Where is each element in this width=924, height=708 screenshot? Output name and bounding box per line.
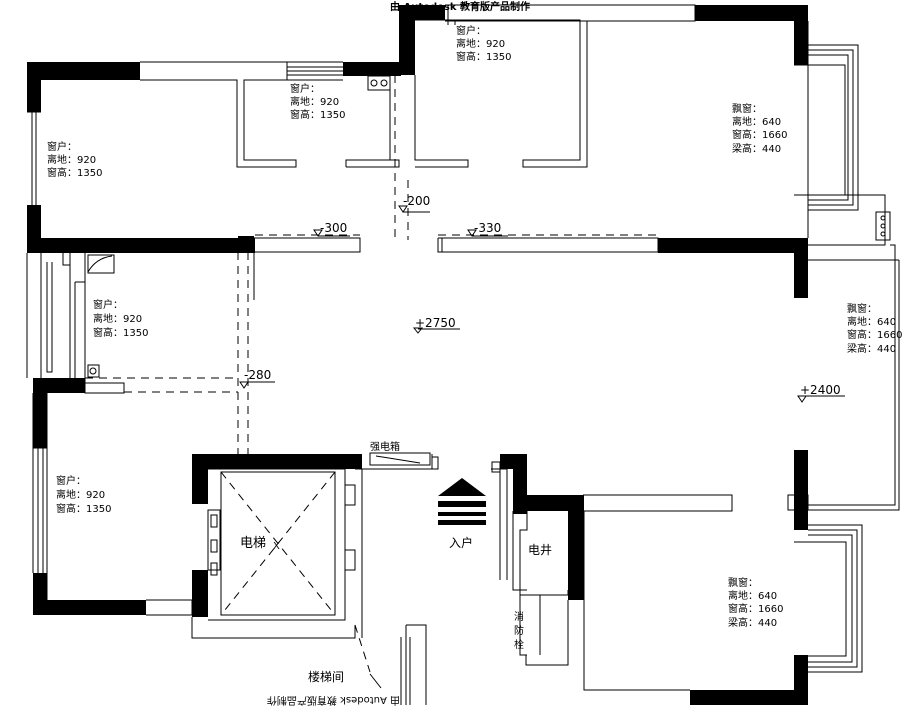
svg-text:窗户：: 窗户： xyxy=(290,82,320,95)
window-label-2: 窗户： 离地：920 窗高：1350 xyxy=(290,82,345,121)
svg-text:离地：920: 离地：920 xyxy=(290,95,339,108)
svg-text:窗高：1350: 窗高：1350 xyxy=(47,166,102,179)
svg-text:窗户：: 窗户： xyxy=(47,140,77,153)
level-minus-280: -280 xyxy=(244,368,271,382)
svg-text:防: 防 xyxy=(514,624,524,637)
level-minus-300: -300 xyxy=(320,221,347,235)
level-plus-2750: +2750 xyxy=(415,316,456,330)
svg-text:梁高：440: 梁高：440 xyxy=(728,616,777,629)
bay-window-label-3: 飘窗： 离地：640 窗高：1660 梁高：440 xyxy=(728,576,783,629)
svg-text:窗高：1350: 窗高：1350 xyxy=(290,108,345,121)
elevator-center-mark: X xyxy=(273,541,280,552)
window-label-3: 窗户： 离地：920 窗高：1350 xyxy=(456,24,511,63)
window-label-5: 窗户： 离地：920 窗高：1350 xyxy=(56,474,111,515)
bay-window-label-2: 飘窗： 离地：640 窗高：1660 梁高：440 xyxy=(847,302,902,355)
svg-text:飘窗：: 飘窗： xyxy=(728,576,758,589)
svg-text:离地：920: 离地：920 xyxy=(56,488,105,501)
level-plus-2400: +2400 xyxy=(800,383,841,397)
svg-text:窗高：1660: 窗高：1660 xyxy=(732,128,787,141)
svg-text:梁高：440: 梁高：440 xyxy=(732,142,781,155)
svg-text:梁高：440: 梁高：440 xyxy=(847,342,896,355)
elevator-label: 电梯 xyxy=(240,536,266,551)
fire-hydrant-label: 消 防 栓 xyxy=(514,610,524,651)
level-minus-330: -330 xyxy=(474,221,501,235)
stairwell-label: 楼梯间 xyxy=(308,669,344,684)
svg-text:离地：640: 离地：640 xyxy=(728,589,777,602)
level-minus-200: -200 xyxy=(403,194,430,208)
window-label-1: 窗户： 离地：920 窗高：1350 xyxy=(47,140,102,179)
svg-text:栓: 栓 xyxy=(514,638,524,651)
thin-lines xyxy=(26,4,900,705)
entry-arrow-icon xyxy=(438,478,486,525)
entry-label: 入户 xyxy=(449,535,473,550)
bay-window-label-1: 飘窗： 离地：640 窗高：1660 梁高：440 xyxy=(732,102,787,155)
window-label-4: 窗户： 离地：920 窗高：1350 xyxy=(93,298,148,339)
svg-text:窗高：1350: 窗高：1350 xyxy=(93,326,148,339)
svg-text:窗户：: 窗户： xyxy=(56,474,86,487)
svg-text:离地：640: 离地：640 xyxy=(732,115,781,128)
svg-text:飘窗：: 飘窗： xyxy=(732,102,762,115)
svg-text:窗高：1660: 窗高：1660 xyxy=(728,602,783,615)
svg-text:离地：920: 离地：920 xyxy=(93,312,142,325)
svg-text:窗高：1350: 窗高：1350 xyxy=(56,502,111,515)
svg-text:窗高：1350: 窗高：1350 xyxy=(456,50,511,63)
svg-text:窗高：1660: 窗高：1660 xyxy=(847,328,902,341)
svg-text:离地：920: 离地：920 xyxy=(47,153,96,166)
dashed-lines xyxy=(85,75,658,673)
svg-text:消: 消 xyxy=(514,610,524,623)
svg-text:飘窗：: 飘窗： xyxy=(847,302,877,315)
level-markers xyxy=(239,205,845,403)
electric-shaft-label: 电井 xyxy=(528,543,552,557)
svg-text:离地：920: 离地：920 xyxy=(456,37,505,50)
svg-text:窗户：: 窗户： xyxy=(93,298,123,311)
watermark-bottom: 由 Autodesk 教育版产品制作 xyxy=(267,694,400,707)
walls xyxy=(27,5,808,705)
power-panel-label: 强电箱 xyxy=(370,440,400,453)
svg-text:离地：640: 离地：640 xyxy=(847,315,896,328)
svg-text:窗户：: 窗户： xyxy=(456,24,486,37)
